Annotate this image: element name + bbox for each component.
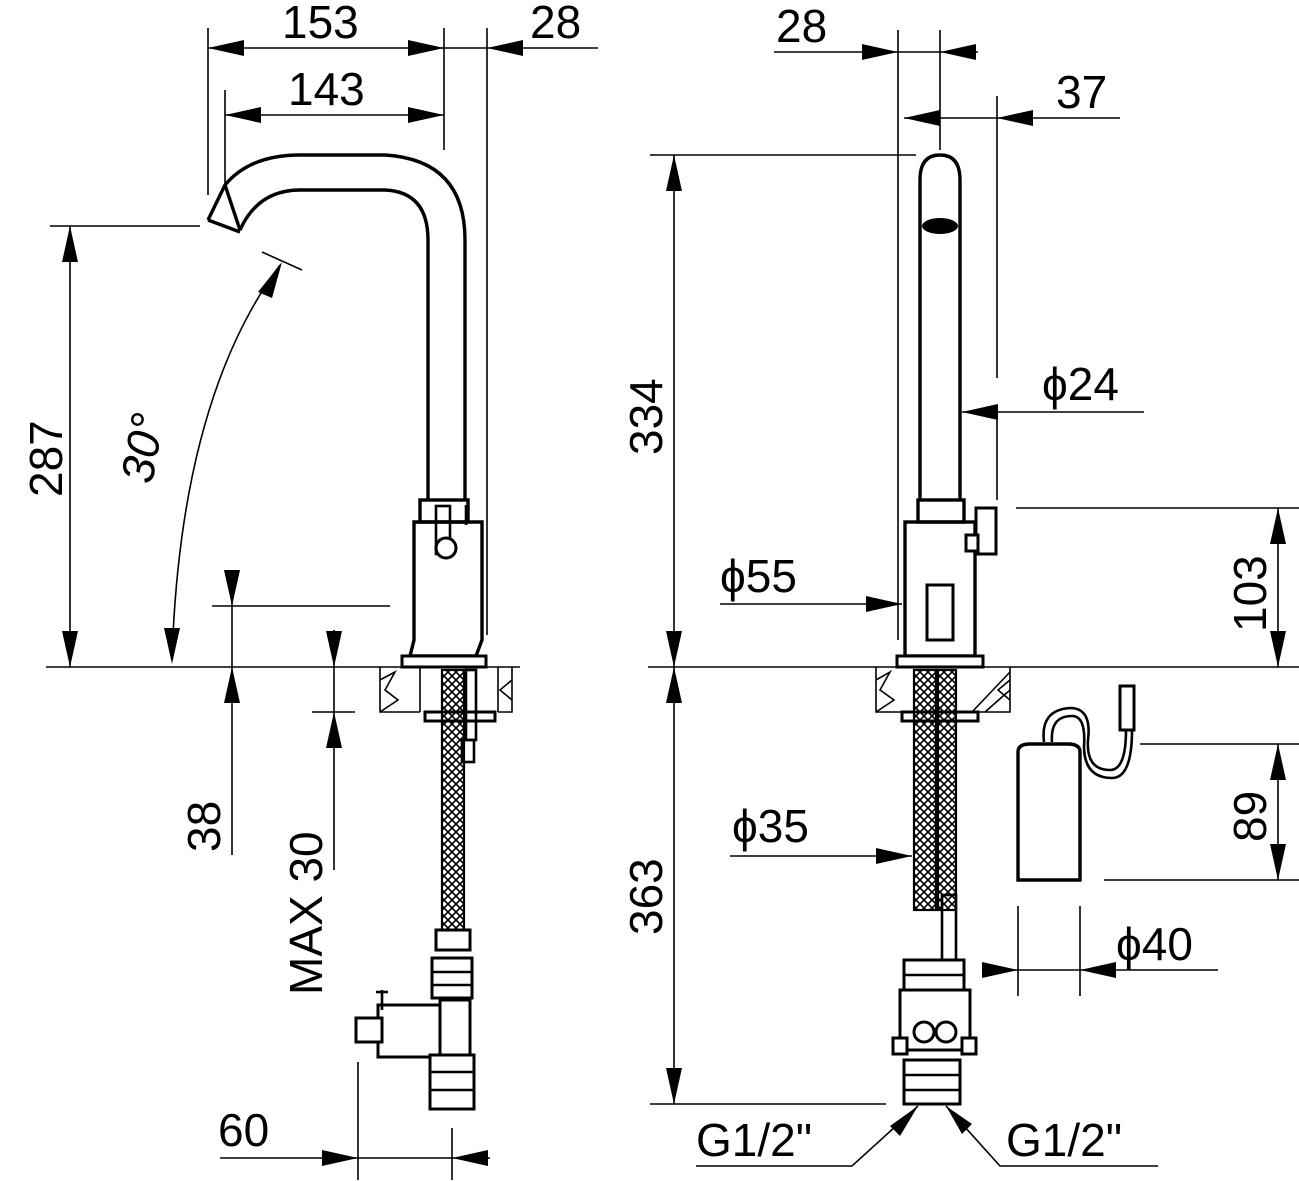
label-37: 37 [1056,66,1107,118]
side-view: 153 28 143 287 [20,0,598,1180]
dimension-reach-outer: 153 [207,0,445,195]
dimension-shank-length: 38 [178,570,390,855]
dimension-body-offset: 28 [444,0,598,635]
dimension-max-thickness: MAX 30 [280,630,355,995]
dimension-angle: 30° [111,251,303,664]
label-153: 153 [282,0,359,48]
dimension-battery-height: 89 [1104,743,1299,881]
label-phi24: ϕ24 [1042,358,1119,410]
spout-left [206,153,467,500]
label-thread-right: G1/2" [1006,1114,1122,1166]
spout-front [918,153,962,500]
dimension-spout-height: 287 [20,225,200,667]
thread-leaders: G1/2" G1/2" [696,1105,1158,1167]
label-28-right: 28 [776,0,827,52]
battery-pack [1016,684,1136,882]
label-143: 143 [288,63,365,115]
label-phi35: ϕ35 [732,800,809,852]
hoses-front [891,668,980,1106]
dimension-below-counter: 363 [620,667,886,1105]
dimension-spout-diameter: ϕ24 [962,358,1144,420]
label-103: 103 [1224,555,1276,632]
label-38: 38 [178,801,230,852]
label-30deg: 30° [111,409,174,487]
dimension-reach-inner: 143 [224,63,444,185]
label-28-left: 28 [530,0,581,48]
mounting-left [354,668,497,1111]
label-287: 287 [20,420,72,497]
dimension-total-height: 334 [620,154,916,667]
label-89: 89 [1224,791,1276,842]
counter-section-left [379,667,513,713]
dimension-hose-diameter: ϕ35 [730,800,912,864]
label-363: 363 [620,858,672,935]
dimension-body-diameter: ϕ55 [720,550,902,612]
label-phi40: ϕ40 [1116,918,1193,970]
faucet-body-left [400,498,488,669]
dimension-battery-diameter: ϕ40 [982,906,1218,996]
dimension-spout-width: 28 [774,0,978,640]
front-view: 28 37 334 ϕ24 ϕ55 [620,0,1299,1167]
label-60: 60 [218,1104,269,1156]
dimension-valve-offset: 60 [218,1062,490,1180]
label-max-30: MAX 30 [280,831,332,995]
dimension-lever-offset: 37 [904,66,1120,500]
faucet-body-front [895,498,998,669]
label-phi55: ϕ55 [720,550,797,602]
label-thread-left: G1/2" [696,1114,812,1166]
dimension-lever-height: 103 [1016,507,1299,667]
label-334: 334 [620,378,672,455]
